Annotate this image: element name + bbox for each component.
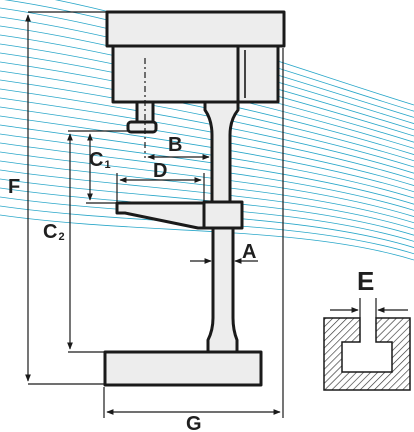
motor-housing [236,44,280,104]
machine-base [103,350,263,387]
label-C2: C2 [43,221,65,243]
label-A: A [242,241,256,263]
label-F: F [8,176,20,198]
swoosh-line [0,124,414,199]
machine-head-body [111,44,240,104]
t-slot-detail [323,298,411,391]
label-C1: C1 [89,149,111,171]
label-G: G [186,413,202,432]
t-slot-profile [323,317,411,391]
swoosh-line [0,115,414,193]
dimension-lines [25,11,284,418]
drill-chuck [126,120,158,134]
table-collar [202,200,244,230]
column-lower [206,226,239,354]
column-upper [203,100,240,204]
label-C2-sub: 2 [58,231,64,243]
machine-head-top [105,10,286,48]
label-E: E [357,266,374,296]
label-B: B [168,134,182,156]
label-C1-sub: 1 [104,159,110,171]
label-D: D [153,160,167,182]
table-arm [115,201,206,230]
drill-press-machine [103,10,286,387]
